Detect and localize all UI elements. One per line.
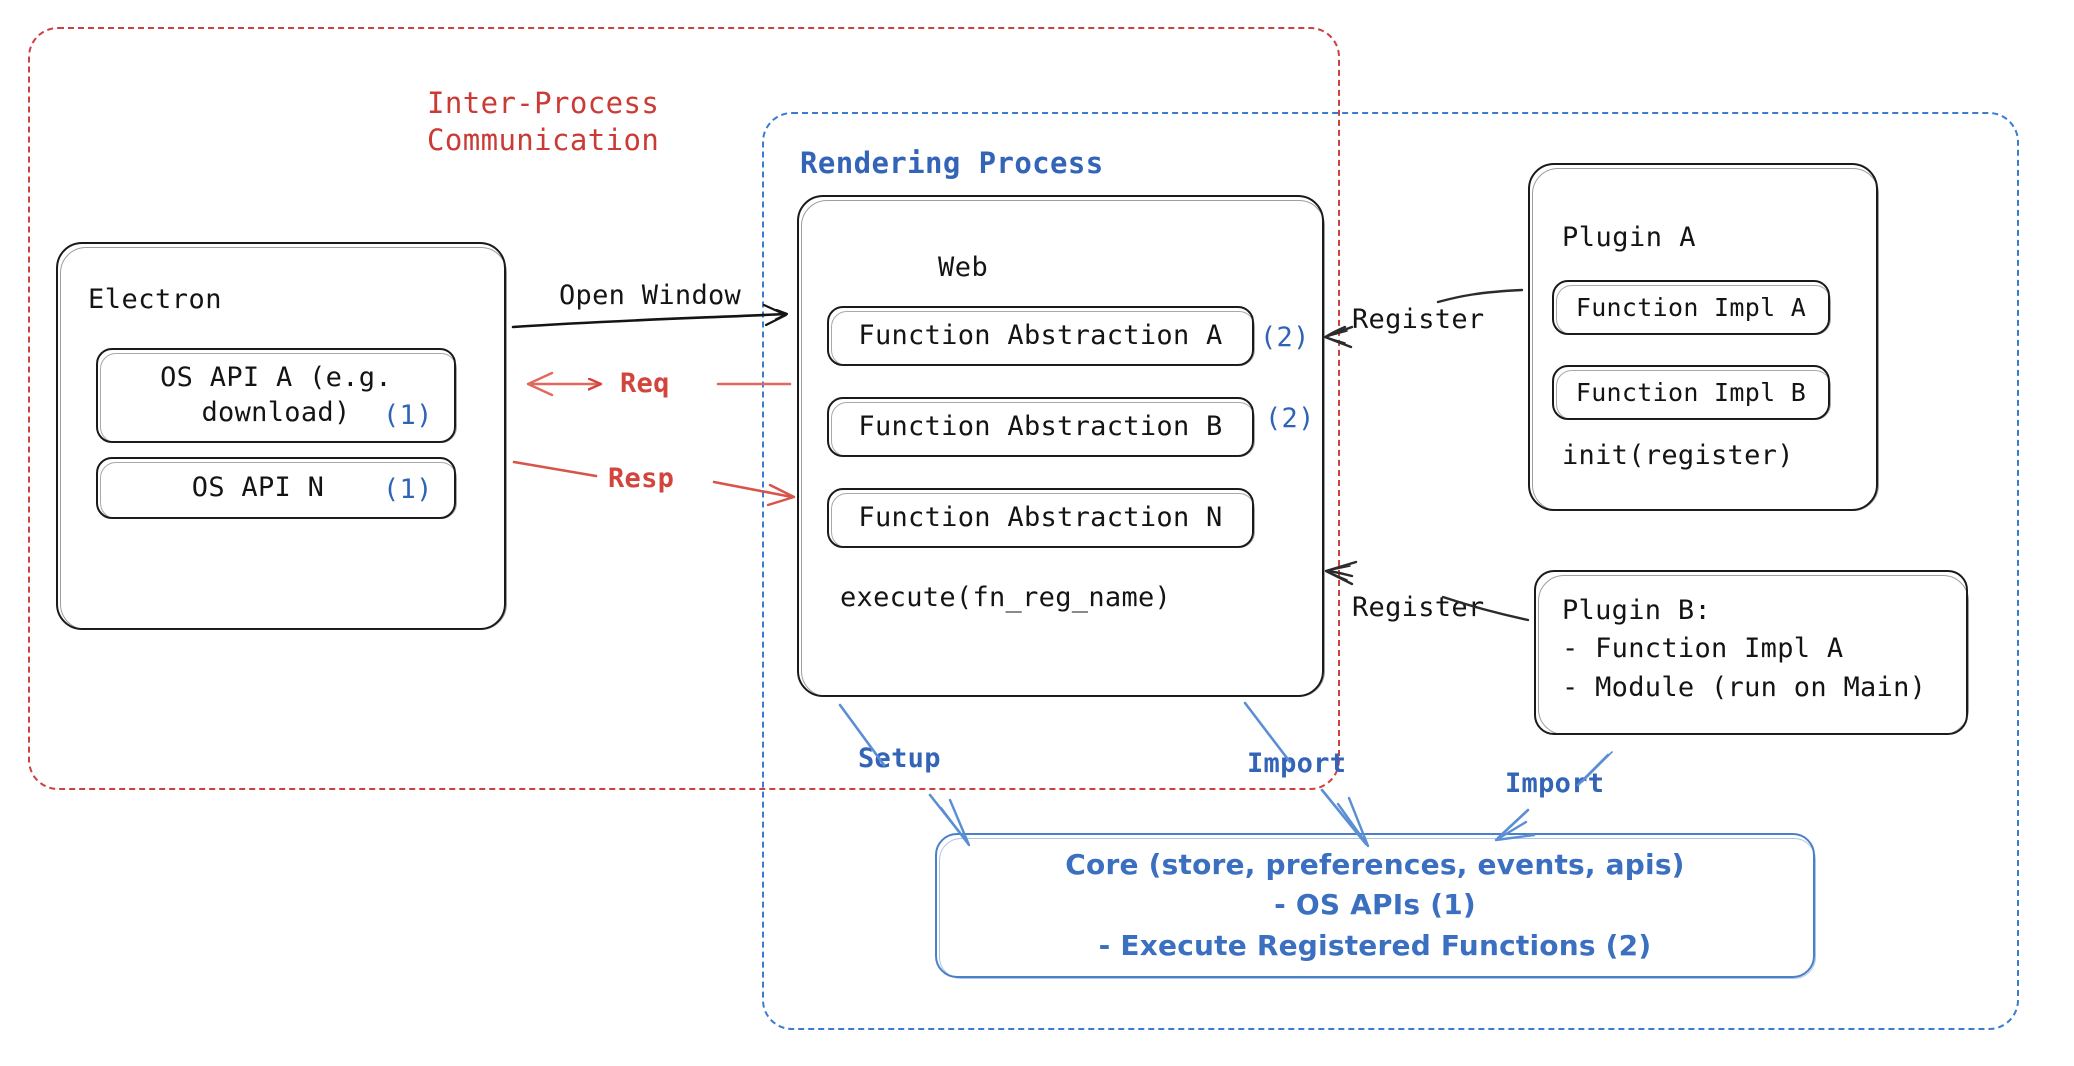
function-abstraction-a-label: Function Abstraction A <box>858 319 1223 351</box>
web-execute-label: execute(fn_reg_name) <box>840 582 1172 613</box>
plugin-a-init-label: init(register) <box>1562 440 1794 471</box>
region-rendering-process <box>762 112 2019 1030</box>
function-abstraction-n-label: Function Abstraction N <box>858 501 1223 533</box>
region-ipc-title: Inter-Process Communication <box>427 86 660 158</box>
plugin-a-function-impl-b-box[interactable]: Function Impl B <box>1552 365 1831 420</box>
electron-title: Electron <box>88 284 223 315</box>
plugin-a-title: Plugin A <box>1562 222 1697 253</box>
core-box[interactable]: Core (store, preferences, events, apis) … <box>935 833 1816 979</box>
function-abstraction-b-label: Function Abstraction B <box>858 410 1223 442</box>
plugin-b-text: Plugin B: - Function Impl A - Module (ru… <box>1562 595 1927 703</box>
region-rendering-title: Rendering Process <box>800 146 1104 180</box>
function-abstraction-a-box[interactable]: Function Abstraction A <box>827 306 1255 366</box>
edge-label-import-web: Import <box>1247 748 1347 779</box>
edge-label-setup: Setup <box>858 743 941 774</box>
os-api-a-label: OS API A (e.g. download) <box>160 361 392 428</box>
edge-label-register-plugin-a: Register <box>1352 304 1485 335</box>
edge-label-req: Req <box>620 368 670 399</box>
edge-label-import-plugin-b: Import <box>1505 768 1605 799</box>
edge-label-resp: Resp <box>608 463 675 494</box>
plugin-a-function-impl-b-label: Function Impl B <box>1575 377 1807 407</box>
plugin-a-function-impl-a-label: Function Impl A <box>1575 292 1807 322</box>
edge-label-open-window: Open Window <box>559 280 742 311</box>
web-title: Web <box>938 252 989 283</box>
os-api-a-badge: (1) <box>383 400 433 431</box>
region-inter-process-communication <box>28 27 1340 790</box>
function-abstraction-b-badge: (2) <box>1265 403 1315 434</box>
core-label: Core (store, preferences, events, apis) … <box>1065 847 1685 962</box>
function-abstraction-n-box[interactable]: Function Abstraction N <box>827 488 1255 548</box>
plugin-a-function-impl-a-box[interactable]: Function Impl A <box>1552 280 1831 335</box>
function-abstraction-b-box[interactable]: Function Abstraction B <box>827 397 1255 457</box>
edge-label-register-plugin-b: Register <box>1352 592 1485 623</box>
os-api-n-box[interactable]: OS API N <box>96 457 457 519</box>
os-api-n-badge: (1) <box>383 474 433 505</box>
function-abstraction-a-badge: (2) <box>1260 322 1310 353</box>
os-api-a-box[interactable]: OS API A (e.g. download) <box>96 348 457 443</box>
os-api-n-label: OS API N <box>191 471 325 503</box>
